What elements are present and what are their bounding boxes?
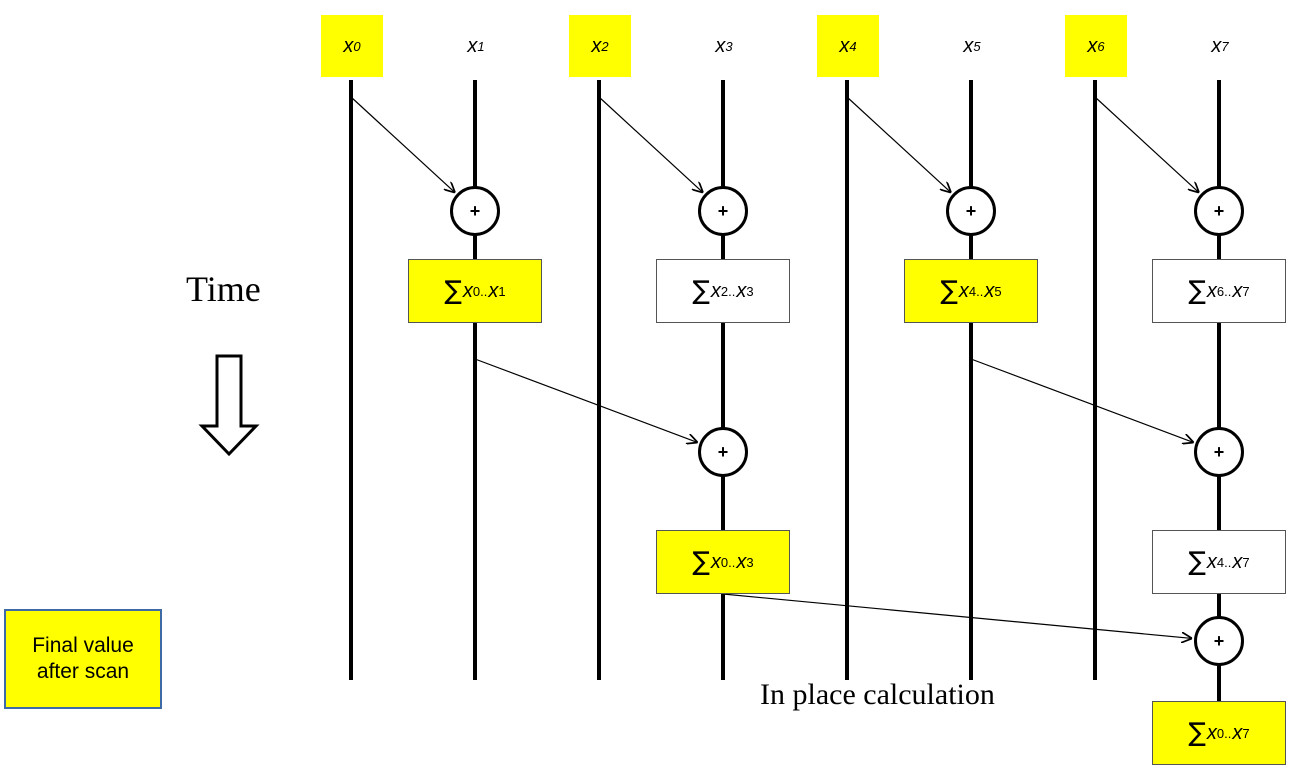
sigma-icon: ∑ (1188, 718, 1206, 748)
sum-index-start: 6.. (1216, 283, 1232, 299)
sum-var-start: x (710, 279, 721, 302)
arrow-4 (474, 358, 698, 443)
sum-var-start: x (1206, 721, 1217, 744)
sum-var-start: x (710, 550, 721, 573)
arrow-6 (722, 593, 1192, 638)
sum-index-start: 4.. (1216, 554, 1232, 570)
header-index: 3 (725, 38, 733, 54)
sum-index-start: 0.. (472, 283, 488, 299)
sigma-icon: ∑ (444, 276, 462, 306)
time-arrow-icon (198, 354, 260, 457)
adder-plus-icon: + (1194, 427, 1244, 477)
sum-var-start: x (1206, 550, 1217, 573)
sum-var-end: x (736, 279, 747, 302)
sum-index-end: 3 (746, 283, 754, 299)
sum-var-end: x (736, 550, 747, 573)
sum-index-end: 1 (498, 283, 506, 299)
arrow-0 (350, 96, 455, 193)
header-var: x (715, 34, 726, 57)
header-index: 2 (601, 38, 609, 54)
adder-plus-icon: + (1194, 616, 1244, 666)
sum-index-end: 7 (1242, 283, 1250, 299)
sum-index-end: 3 (746, 554, 754, 570)
header-index: 6 (1097, 38, 1105, 54)
sigma-icon: ∑ (692, 547, 710, 577)
sigma-icon: ∑ (1188, 276, 1206, 306)
sum-index-start: 0.. (1216, 725, 1232, 741)
legend-final-value: Final value after scan (4, 609, 162, 709)
adder-plus-icon: + (1194, 186, 1244, 236)
legend-line-2: after scan (36, 660, 130, 683)
header-var: x (591, 34, 602, 57)
sum-index-start: 0.. (720, 554, 736, 570)
adder-plus-icon: + (946, 186, 996, 236)
sigma-icon: ∑ (1188, 547, 1206, 577)
header-index: 7 (1221, 38, 1229, 54)
adder-plus-icon: + (698, 427, 748, 477)
sigma-icon: ∑ (692, 276, 710, 306)
caption: In place calculation (760, 678, 995, 711)
arrow-3 (1094, 96, 1199, 193)
arrow-2 (846, 96, 951, 193)
header-var: x (1087, 34, 1098, 57)
legend-line-1: Final value (32, 634, 134, 657)
sum-index-end: 5 (994, 283, 1002, 299)
sum-index-end: 7 (1242, 725, 1250, 741)
header-index: 0 (353, 38, 361, 54)
sum-var-end: x (488, 279, 499, 302)
header-index: 5 (973, 38, 981, 54)
header-var: x (839, 34, 850, 57)
sum-index-start: 4.. (968, 283, 984, 299)
sum-var-end: x (1232, 279, 1243, 302)
header-var: x (1211, 34, 1222, 57)
header-var: x (467, 34, 478, 57)
header-var: x (963, 34, 974, 57)
adder-plus-icon: + (698, 186, 748, 236)
sum-var-start: x (958, 279, 969, 302)
sum-index-start: 2.. (720, 283, 736, 299)
sum-var-end: x (1232, 550, 1243, 573)
header-index: 4 (849, 38, 857, 54)
sum-var-start: x (462, 279, 473, 302)
sum-index-end: 7 (1242, 554, 1250, 570)
header-var: x (343, 34, 354, 57)
arrow-1 (598, 96, 703, 193)
header-index: 1 (477, 38, 485, 54)
time-label: Time (186, 269, 261, 309)
sum-var-end: x (1232, 721, 1243, 744)
sigma-icon: ∑ (940, 276, 958, 306)
arrow-5 (970, 358, 1194, 443)
sum-var-end: x (984, 279, 995, 302)
adder-plus-icon: + (450, 186, 500, 236)
sum-var-start: x (1206, 279, 1217, 302)
